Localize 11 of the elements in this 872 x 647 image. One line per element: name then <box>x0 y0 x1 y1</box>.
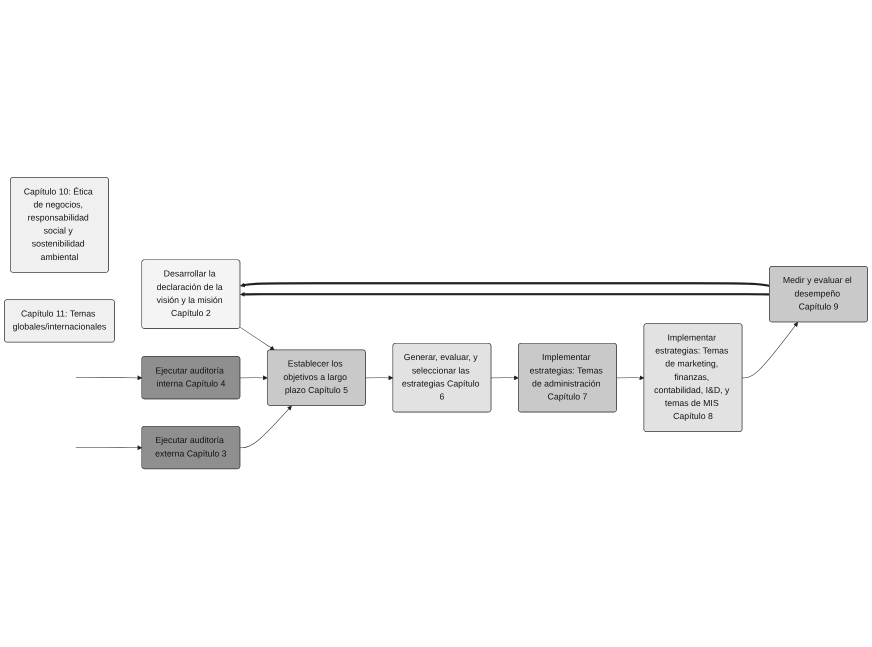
arrow <box>616 376 644 381</box>
arrow <box>76 376 142 381</box>
arrow <box>240 327 275 351</box>
arrow <box>742 322 798 379</box>
arrow <box>366 376 394 381</box>
arrow <box>240 406 292 448</box>
arrow <box>240 282 770 288</box>
arrow <box>491 376 519 381</box>
arrow <box>76 446 142 451</box>
arrow <box>240 292 770 298</box>
arrow <box>240 376 268 381</box>
